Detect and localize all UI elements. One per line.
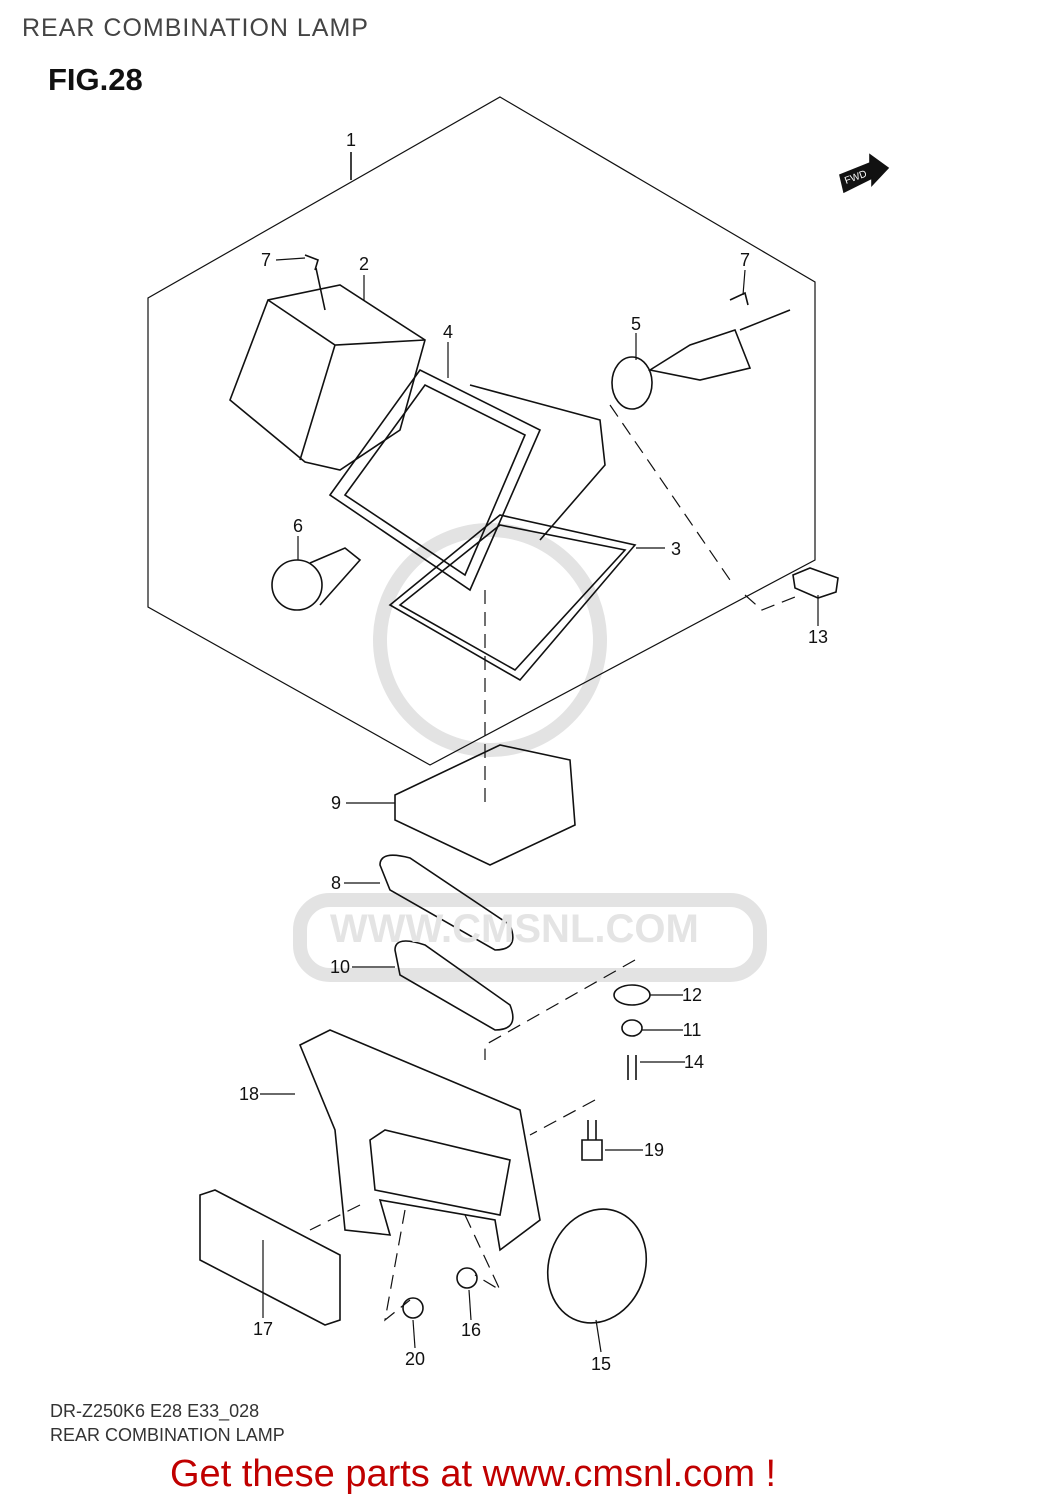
callout-16: 16 bbox=[460, 1320, 482, 1340]
assembly-outline bbox=[147, 96, 816, 766]
callout-4: 4 bbox=[442, 322, 454, 342]
callout-7: 7 bbox=[260, 250, 272, 270]
plate-part bbox=[379, 854, 514, 951]
callout-9: 9 bbox=[330, 793, 342, 813]
diagram-caption: REAR COMBINATION LAMP bbox=[50, 1425, 285, 1445]
callout-15: 15 bbox=[590, 1354, 612, 1374]
bulb-part bbox=[271, 559, 323, 611]
fwd-arrow-icon: FWD bbox=[839, 153, 890, 194]
callout-10: 10 bbox=[329, 957, 351, 977]
socket-part bbox=[611, 356, 653, 410]
callout-11: 11 bbox=[682, 1020, 702, 1040]
callout-18: 18 bbox=[238, 1084, 260, 1104]
page-title: REAR COMBINATION LAMP bbox=[22, 14, 369, 42]
callout-14: 14 bbox=[683, 1052, 705, 1072]
callout-3: 3 bbox=[670, 539, 682, 559]
callout-6: 6 bbox=[292, 516, 304, 536]
lens-part bbox=[229, 284, 426, 471]
plate-part bbox=[394, 940, 514, 1031]
pad-part bbox=[394, 744, 576, 866]
watermark: WWW.CMSNL.COM bbox=[330, 907, 699, 951]
callout-19: 19 bbox=[643, 1140, 665, 1160]
figure-number: FIG.28 bbox=[48, 62, 143, 97]
callout-2: 2 bbox=[358, 254, 370, 274]
callout-20: 20 bbox=[404, 1349, 426, 1369]
promo-link[interactable]: Get these parts at www.cmsnl.com ! bbox=[170, 1453, 777, 1495]
bracket-part bbox=[298, 1029, 541, 1252]
housing-part bbox=[328, 368, 542, 592]
callout-7b: 7 bbox=[739, 250, 751, 270]
callout-8: 8 bbox=[330, 873, 342, 893]
reflector-rect-part bbox=[199, 1189, 341, 1326]
callout-5: 5 bbox=[630, 314, 642, 334]
callout-17: 17 bbox=[252, 1319, 274, 1339]
callout-12: 12 bbox=[681, 985, 703, 1005]
reflector-round-part bbox=[546, 1208, 648, 1324]
callout-13: 13 bbox=[807, 627, 829, 647]
gasket-part bbox=[388, 514, 637, 682]
clip-part bbox=[792, 567, 839, 599]
model-code: DR-Z250K6 E28 E33_028 bbox=[50, 1401, 260, 1421]
callout-1: 1 bbox=[345, 130, 357, 150]
